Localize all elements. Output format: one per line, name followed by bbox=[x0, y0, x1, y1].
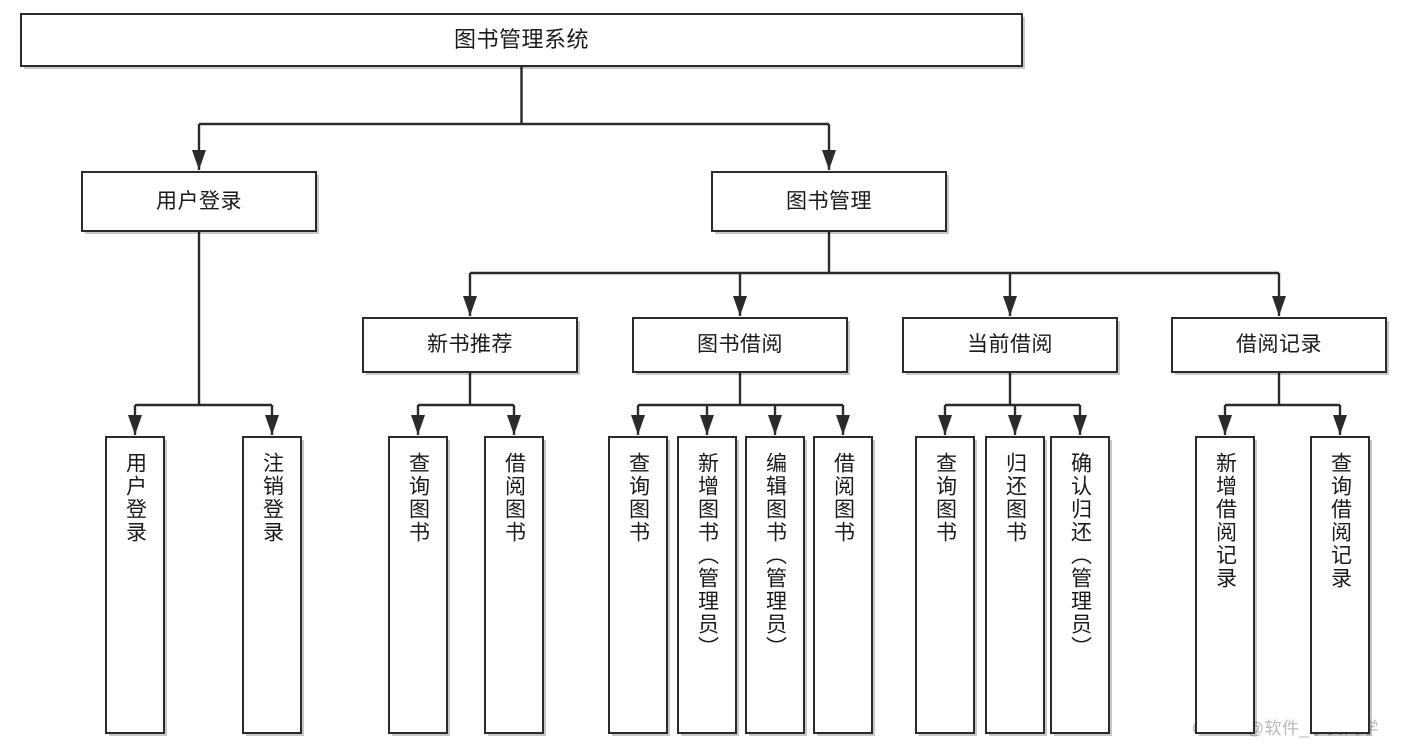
arrowhead-to-leaf-borrow-book-2 bbox=[836, 415, 850, 435]
arrowhead-to-user-login bbox=[192, 150, 206, 170]
leaf-leaf-edit-book[interactable]: 编辑图书（管理员） bbox=[745, 436, 805, 734]
leaf-leaf-add-book[interactable]: 新增图书（管理员） bbox=[677, 436, 737, 734]
leaf-leaf-query-book-1[interactable]: 查询图书 bbox=[388, 436, 448, 734]
node-label: 查询图书 bbox=[626, 452, 650, 544]
arrowhead-to-book-borrow bbox=[733, 296, 747, 316]
arrowhead-to-leaf-return-book bbox=[1008, 415, 1022, 435]
node-label: 查询借阅记录 bbox=[1328, 452, 1352, 590]
node-label: 借阅记录 bbox=[1236, 333, 1322, 357]
node-label: 图书管理系统 bbox=[453, 26, 589, 52]
node-label: 编辑图书（管理员） bbox=[763, 452, 787, 659]
arrowhead-to-leaf-logout bbox=[265, 415, 279, 435]
leaf-leaf-user-login[interactable]: 用户登录 bbox=[105, 436, 165, 734]
leaf-leaf-confirm-return[interactable]: 确认归还（管理员） bbox=[1050, 436, 1110, 734]
node-label: 借阅图书 bbox=[502, 452, 526, 544]
node-current-borrow[interactable]: 当前借阅 bbox=[902, 317, 1118, 373]
node-book-borrow[interactable]: 图书借阅 bbox=[632, 317, 848, 373]
node-label: 新书推荐 bbox=[427, 333, 513, 357]
leaf-leaf-logout[interactable]: 注销登录 bbox=[242, 436, 302, 734]
node-label: 新增借阅记录 bbox=[1213, 452, 1237, 590]
arrowhead-to-leaf-user-login bbox=[128, 415, 142, 435]
node-label: 查询图书 bbox=[933, 452, 957, 544]
leaf-leaf-borrow-book-2[interactable]: 借阅图书 bbox=[813, 436, 873, 734]
arrowhead-to-leaf-query-book-3 bbox=[938, 415, 952, 435]
node-root[interactable]: 图书管理系统 bbox=[20, 13, 1023, 67]
node-label: 注销登录 bbox=[260, 452, 284, 544]
arrowhead-to-new-book-rec bbox=[463, 296, 477, 316]
node-borrow-record[interactable]: 借阅记录 bbox=[1171, 317, 1387, 373]
arrowhead-to-book-manage bbox=[822, 150, 836, 170]
arrowhead-to-current-borrow bbox=[1003, 296, 1017, 316]
leaf-leaf-query-book-3[interactable]: 查询图书 bbox=[915, 436, 975, 734]
arrowhead-to-borrow-record bbox=[1272, 296, 1286, 316]
arrowhead-to-leaf-borrow-book-1 bbox=[507, 415, 521, 435]
node-label: 当前借阅 bbox=[967, 333, 1053, 357]
leaf-leaf-add-record[interactable]: 新增借阅记录 bbox=[1195, 436, 1255, 734]
leaf-leaf-borrow-book-1[interactable]: 借阅图书 bbox=[484, 436, 544, 734]
node-label: 归还图书 bbox=[1003, 452, 1027, 544]
arrowhead-to-leaf-query-book-2 bbox=[631, 415, 645, 435]
node-label: 确认归还（管理员） bbox=[1068, 452, 1092, 659]
arrowhead-to-leaf-add-record bbox=[1218, 415, 1232, 435]
leaf-leaf-query-book-2[interactable]: 查询图书 bbox=[608, 436, 668, 734]
leaf-leaf-query-record[interactable]: 查询借阅记录 bbox=[1310, 436, 1370, 734]
node-label: 新增图书（管理员） bbox=[695, 452, 719, 659]
node-book-manage[interactable]: 图书管理 bbox=[711, 171, 947, 232]
arrowhead-to-leaf-edit-book bbox=[768, 415, 782, 435]
node-label: 图书管理 bbox=[786, 189, 872, 213]
arrowhead-to-leaf-add-book bbox=[700, 415, 714, 435]
node-label: 图书借阅 bbox=[697, 333, 783, 357]
node-user-login[interactable]: 用户登录 bbox=[81, 171, 317, 232]
arrowhead-to-leaf-confirm-return bbox=[1073, 415, 1087, 435]
node-label: 查询图书 bbox=[406, 452, 430, 544]
arrowhead-to-leaf-query-book-1 bbox=[411, 415, 425, 435]
leaf-leaf-return-book[interactable]: 归还图书 bbox=[985, 436, 1045, 734]
arrowhead-to-leaf-query-record bbox=[1333, 415, 1347, 435]
node-label: 借阅图书 bbox=[831, 452, 855, 544]
node-new-book-rec[interactable]: 新书推荐 bbox=[362, 317, 578, 373]
node-label: 用户登录 bbox=[156, 189, 242, 213]
node-label: 用户登录 bbox=[123, 452, 147, 544]
